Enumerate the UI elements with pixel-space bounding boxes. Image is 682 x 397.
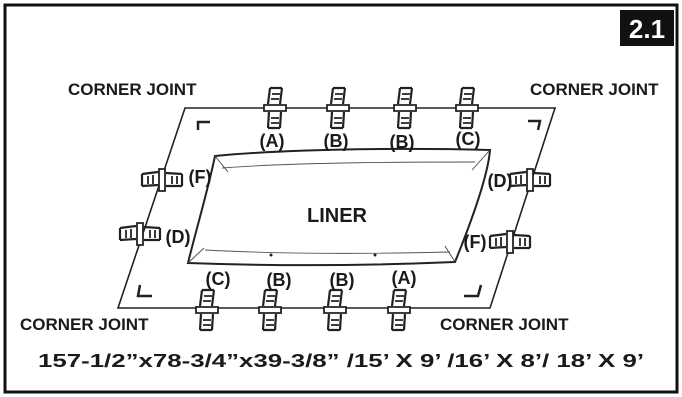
bottom-part-label: (B)	[330, 270, 355, 290]
top-part-label: (A)	[260, 131, 285, 151]
top-fitting-icon	[393, 86, 417, 130]
liner-corner-creases	[187, 149, 491, 264]
left-part-label: (F)	[189, 167, 212, 187]
outer-frame	[3, 3, 679, 394]
liner-dot	[269, 253, 273, 257]
step-badge	[620, 10, 674, 46]
bottom-part-label: (B)	[267, 270, 292, 290]
corner-joint-label-bottom-left: CORNER JOINT	[20, 315, 149, 334]
corner-bracket-bottom-right	[464, 284, 483, 298]
bottom-part-label: (A)	[392, 268, 417, 288]
corner-joint-label-top-right: CORNER JOINT	[530, 80, 659, 99]
corner-bracket-top-right	[528, 119, 542, 131]
corner-bracket-top-left	[196, 120, 210, 130]
liner-fold-lines	[204, 161, 476, 254]
step-badge-text: 2.1	[629, 14, 665, 44]
top-fitting-icon	[326, 86, 350, 130]
top-fitting-icon	[263, 86, 287, 130]
top-part-label: (B)	[324, 131, 349, 151]
corner-joint-label-top-left: CORNER JOINT	[68, 80, 197, 99]
left-fitting-icon	[140, 168, 184, 192]
top-fitting-icon	[455, 86, 479, 130]
top-part-label: (C)	[456, 129, 481, 149]
right-fitting-icon	[488, 230, 532, 254]
top-part-label: (B)	[390, 132, 415, 152]
corner-bracket-bottom-left	[136, 284, 152, 298]
liner-dot	[373, 253, 377, 257]
left-part-label: (D)	[166, 227, 191, 247]
bottom-fitting-icon	[387, 288, 411, 332]
right-part-label: (D)	[488, 171, 513, 191]
right-part-label: (F)	[464, 232, 487, 252]
right-fitting-icon	[508, 168, 552, 192]
bottom-fitting-icon	[195, 288, 219, 332]
dimensions-caption: 157-1/2”x78-3/4”x39-3/8” /15’ X 9’ /16’ …	[38, 351, 644, 371]
bottom-fitting-icon	[258, 288, 282, 332]
bottom-part-label: (C)	[206, 269, 231, 289]
liner-label: LINER	[307, 205, 368, 227]
corner-joint-label-bottom-right: CORNER JOINT	[440, 315, 569, 334]
left-fitting-icon	[118, 222, 162, 246]
bottom-fitting-icon	[323, 288, 347, 332]
